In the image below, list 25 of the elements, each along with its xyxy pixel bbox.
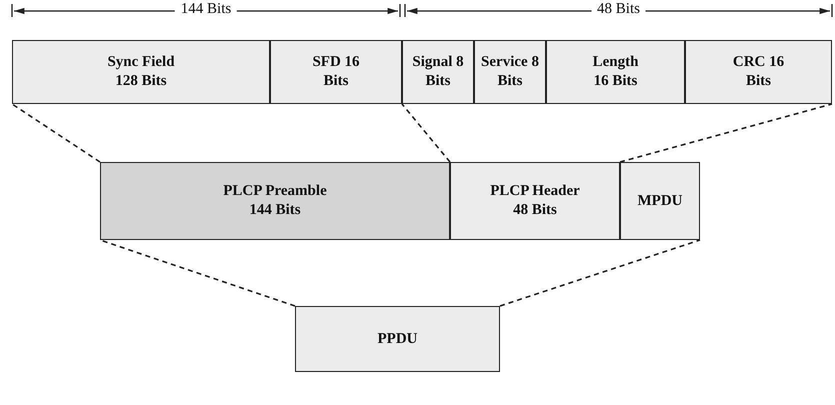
- expansion-line: [100, 239, 296, 307]
- packet-field: [12, 40, 270, 104]
- expansion-line: [401, 103, 451, 163]
- expansion-line: [12, 103, 100, 163]
- packet-field: [402, 40, 474, 104]
- packet-field: [685, 40, 832, 104]
- field-label: Service 8 Bits: [480, 53, 540, 91]
- packet-field: [270, 40, 402, 104]
- packet-field: [450, 162, 620, 240]
- field-label: Length 16 Bits: [592, 53, 640, 91]
- field-label: PPDU: [378, 330, 418, 348]
- field-label: Sync Field 128 Bits: [106, 53, 176, 91]
- packet-field: [546, 40, 685, 104]
- packet-field: [100, 162, 450, 240]
- field-label: CRC 16 Bits: [732, 53, 786, 91]
- expansion-line: [620, 103, 832, 163]
- field-label: Signal 8 Bits: [411, 53, 465, 91]
- packet-field: [474, 40, 546, 104]
- field-label: SFD 16 Bits: [311, 53, 361, 91]
- field-label: PLCP Preamble 144 Bits: [222, 182, 328, 220]
- expansion-line: [500, 239, 700, 307]
- packet-field: [620, 162, 700, 240]
- field-label: MPDU: [638, 192, 682, 210]
- packet-field: [295, 306, 500, 372]
- field-label: PLCP Header 48 Bits: [489, 182, 581, 220]
